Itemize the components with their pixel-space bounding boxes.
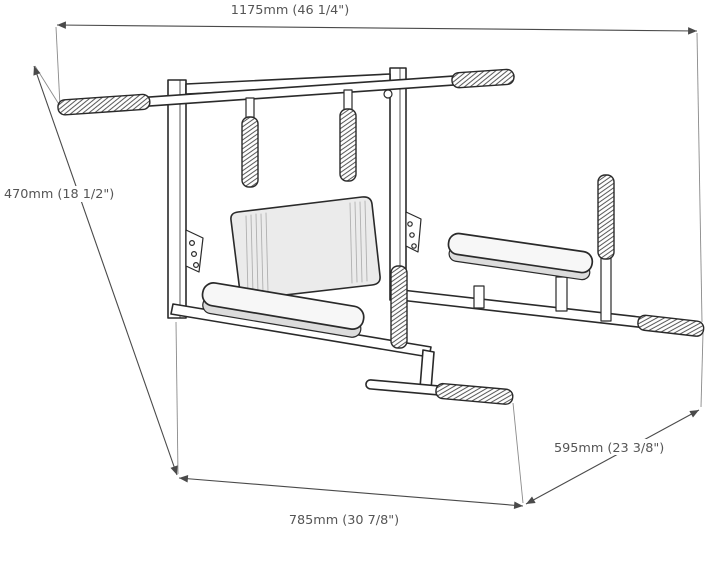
pullup-bar xyxy=(57,68,515,116)
dip-grip-front xyxy=(435,382,514,405)
backrest-stitching xyxy=(245,200,368,296)
mounting-plate-right xyxy=(405,211,422,253)
wall-post-right xyxy=(389,67,407,301)
dim-line-right-depth xyxy=(525,409,700,505)
vertical-grip-right xyxy=(597,174,615,322)
backrest-pad xyxy=(230,196,381,300)
dim-line-bottom-depth xyxy=(178,474,524,510)
bar-clamp-ring xyxy=(383,89,393,99)
mounting-plate-left xyxy=(185,229,204,273)
dim-line-top-width xyxy=(56,21,698,35)
station-structure xyxy=(57,67,705,405)
dimension-lines xyxy=(33,21,700,510)
vertical-grip-left xyxy=(390,265,408,349)
arm-pad-left xyxy=(201,282,365,338)
dimension-annotations: 1175mm (46 1/4") 470mm (18 1/2") 595mm (… xyxy=(2,2,704,528)
dimension-label-bottom-depth: 785mm (30 7/8") xyxy=(289,513,399,528)
dimension-label-top-width: 1175mm (46 1/4") xyxy=(231,3,349,18)
dimension-label-underlays xyxy=(2,2,658,528)
arm-pad-right xyxy=(447,232,594,312)
pullup-grip-left xyxy=(57,93,151,116)
dip-grip-right xyxy=(637,314,705,337)
hanging-handle-right xyxy=(339,89,357,182)
pullup-grip-right xyxy=(451,68,515,89)
dimension-label-right-depth: 595mm (23 3/8") xyxy=(554,441,664,456)
wall-post-left xyxy=(167,79,187,319)
dimension-label-left-height: 470mm (18 1/2") xyxy=(4,187,114,202)
dim-line-left-height xyxy=(33,65,178,476)
dip-bar-front xyxy=(365,349,514,405)
hanging-handle-left xyxy=(241,97,259,188)
